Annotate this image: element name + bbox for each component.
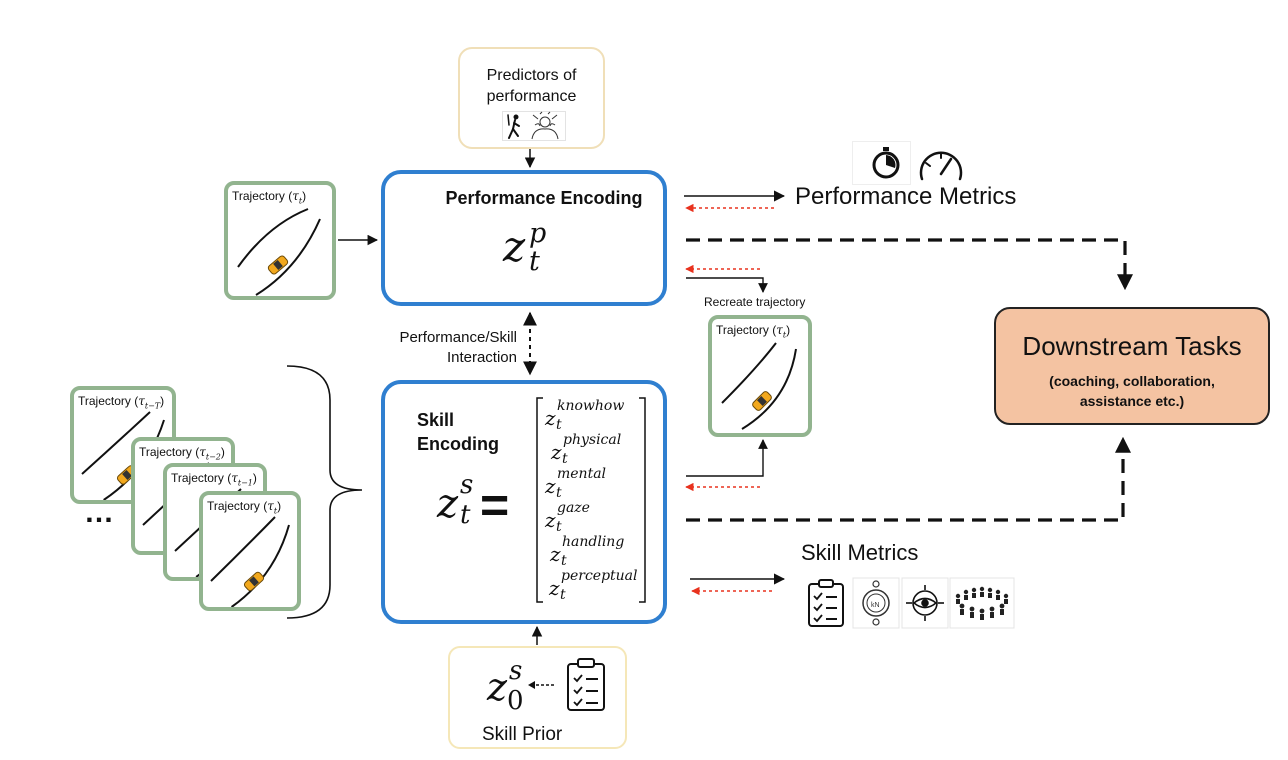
skill-component-base: z [549, 576, 560, 600]
skill-prior-sub: 0 [507, 686, 524, 716]
history-trajectory-label: Trajectory (τt−T) [78, 394, 165, 411]
stopwatch-icon [872, 147, 900, 179]
skill-component-sub: t [561, 553, 567, 569]
skill-component-base: z [545, 406, 556, 430]
skill-latent-sup: s [460, 470, 474, 500]
skill-component-sub: t [562, 451, 568, 467]
downstream-tasks-description: (coaching, collaboration, assistance etc… [996, 371, 1268, 411]
skill-prior-sup: s [509, 656, 523, 686]
skill-latent-symbol: z s t [437, 472, 473, 528]
skill-component-base: z [545, 474, 556, 498]
interaction-label: Performance/Skill Interaction [367, 328, 517, 368]
history-trajectory-label: Trajectory (τt−1) [171, 471, 257, 488]
skill-component-base: z [550, 542, 561, 566]
recreated-trajectory-road [721, 342, 797, 430]
history-trajectory-label: Trajectory (τt) [207, 499, 282, 516]
walking-person-icon [507, 114, 520, 139]
stressed-person-icon [531, 111, 559, 140]
car-icon [752, 391, 772, 411]
performance-encoding-box: Performance Encoding z p t [381, 170, 667, 306]
performance-encoding-title: Performance Encoding [445, 188, 643, 208]
input-trajectory-label: Trajectory (τt) [232, 189, 307, 206]
arrow-skill-to-recreated-trajectory [686, 439, 768, 477]
prior-dashed-arrow [528, 681, 554, 689]
skill-vector-brackets [536, 397, 646, 603]
arrow-performance-to-recreate [686, 277, 768, 293]
checklist-icon [567, 658, 605, 711]
skill-component-sub: t [556, 519, 562, 535]
car-icon [243, 571, 265, 592]
skill-component-sub: t [556, 485, 562, 501]
skill-prior-box: z s 0 Skill Prior [448, 646, 627, 749]
skill-encoding-title: Skill Encoding [417, 408, 499, 456]
skill-component-sub: t [556, 417, 562, 433]
skill-component-sup: knowhow [557, 398, 625, 414]
dashed-arrow-skill-to-downstream [686, 436, 1131, 522]
eye-target-icon [901, 577, 949, 629]
skill-latent-sub: t [460, 500, 471, 530]
recreated-trajectory-label: Trajectory (τt) [716, 323, 791, 340]
predictor-icons [502, 111, 566, 141]
skill-encoding-title-line2: Encoding [417, 434, 499, 454]
skill-equals-sign: = [480, 477, 510, 533]
downstream-tasks-line1: (coaching, collaboration, [1049, 373, 1215, 389]
performance-latent-sup: p [529, 218, 547, 249]
skill-prior-symbol: z s 0 [487, 658, 524, 714]
history-trajectory-card: Trajectory (τt) [199, 491, 301, 611]
predictors-label: Predictors of performance [460, 65, 603, 107]
performance-metrics-label: Performance Metrics [795, 183, 1017, 210]
skill-component-base: z [545, 508, 556, 532]
history-trajectory-road [210, 516, 290, 607]
performance-latent-sub: t [529, 246, 540, 277]
recreated-trajectory-card: Trajectory (τt) [708, 315, 812, 437]
skill-component-base: z [551, 440, 562, 464]
force-gauge-icon: kN [852, 577, 900, 629]
downstream-tasks-line2: assistance etc.) [1079, 393, 1185, 409]
svg-text:kN: kN [871, 602, 880, 609]
history-brace [286, 365, 363, 619]
predictors-box: Predictors of performance [458, 47, 605, 149]
car-icon [267, 255, 289, 275]
skill-encoding-title-line1: Skill [417, 410, 455, 430]
skill-component-sup: mental [557, 466, 607, 482]
skill-latent-base: z [437, 481, 459, 527]
input-trajectory-card: Trajectory (τt) [224, 181, 336, 300]
history-ellipsis: … [84, 496, 115, 529]
interaction-label-line2: Interaction [446, 349, 517, 366]
speedometer-icon [919, 151, 963, 181]
history-trajectory-label: Trajectory (τt−2) [139, 445, 225, 462]
skill-component-sub: t [560, 587, 566, 603]
downstream-tasks-box: Downstream Tasks (coaching, collaboratio… [994, 307, 1270, 425]
skill-prior-label: Skill Prior [482, 724, 563, 745]
skill-component-sup: perceptual [561, 568, 638, 584]
performance-latent-symbol: z p t [503, 220, 546, 275]
skill-component-sup: gaze [557, 500, 590, 516]
predictors-label-line1: Predictors of [486, 67, 577, 84]
dashed-arrow-performance-to-downstream [686, 238, 1133, 291]
checklist-icon [808, 579, 844, 627]
skill-metric-icons: kN [808, 577, 1015, 629]
input-trajectory-road [237, 208, 321, 296]
interaction-label-line1: Performance/Skill [399, 329, 517, 346]
downstream-tasks-title: Downstream Tasks [1022, 331, 1242, 361]
recreate-trajectory-label: Recreate trajectory [704, 295, 806, 309]
skill-component-sup: handling [562, 534, 625, 550]
performance-latent-base: z [503, 222, 526, 271]
skill-prior-base: z [487, 665, 508, 709]
predictors-label-line2: performance [486, 88, 577, 105]
crowd-icon [949, 577, 1015, 629]
skill-component-sup: physical [563, 432, 622, 448]
skill-metrics-label: Skill Metrics [801, 540, 919, 565]
performance-metric-icons [852, 141, 963, 185]
